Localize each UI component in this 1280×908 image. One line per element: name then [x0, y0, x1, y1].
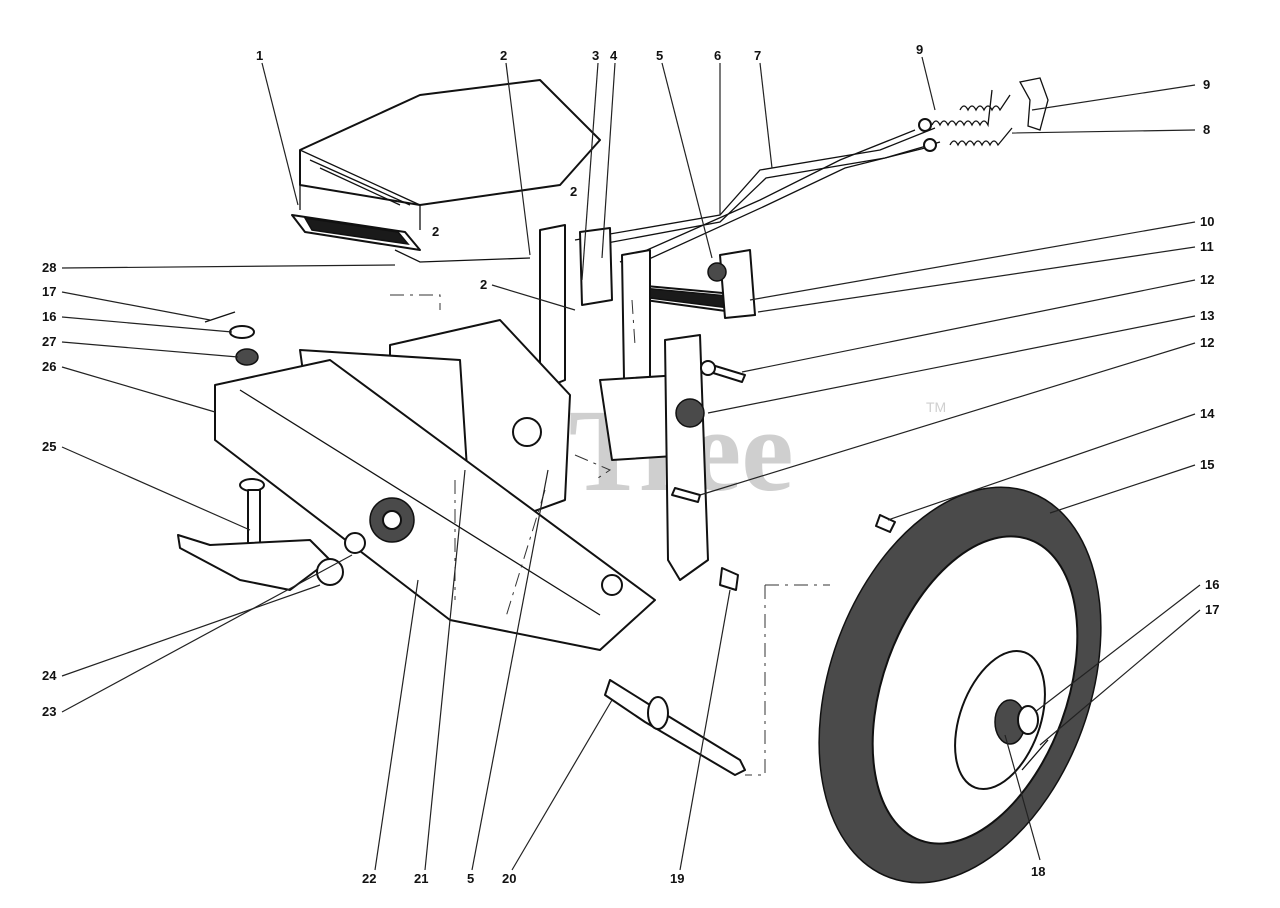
callout-26: 26 — [42, 359, 56, 374]
callout-5: 5 — [467, 871, 474, 886]
callout-2: 2 — [480, 277, 487, 292]
watermark-trademark: TM — [926, 399, 946, 415]
callout-12: 12 — [1200, 335, 1214, 350]
callout-12: 12 — [1200, 272, 1214, 287]
callout-17: 17 — [42, 284, 56, 299]
callout-9: 9 — [916, 42, 923, 57]
leader-lines — [61, 56, 1201, 871]
assembly-lines — [390, 294, 830, 776]
callout-4: 4 — [610, 48, 618, 63]
axle-frame — [214, 319, 656, 651]
callout-8: 8 — [1203, 122, 1210, 137]
callout-22: 22 — [362, 871, 376, 886]
callout-10: 10 — [1200, 214, 1214, 229]
seat-pan — [299, 79, 601, 230]
callout-7: 7 — [754, 48, 761, 63]
callout-1: 1 — [256, 48, 263, 63]
callout-2: 2 — [570, 184, 577, 199]
left-spindle-parts — [177, 311, 366, 591]
callout-19: 19 — [670, 871, 684, 886]
callout-27: 27 — [42, 334, 56, 349]
springs — [918, 77, 1049, 152]
callout-16: 16 — [1205, 577, 1219, 592]
callout-15: 15 — [1200, 457, 1214, 472]
callout-13: 13 — [1200, 308, 1214, 323]
callout-11: 11 — [1200, 239, 1214, 254]
right-pedal — [634, 249, 756, 319]
callout-14: 14 — [1200, 406, 1215, 421]
callout-labels: 1 2 3 4 5 6 7 9 9 8 10 11 12 13 12 14 15… — [42, 42, 1219, 886]
callout-24: 24 — [42, 668, 57, 683]
bolts — [671, 360, 896, 591]
callout-28: 28 — [42, 260, 56, 275]
wheel — [818, 486, 1102, 884]
callout-21: 21 — [414, 871, 428, 886]
callout-2: 2 — [500, 48, 507, 63]
callout-3: 3 — [592, 48, 599, 63]
callout-6: 6 — [714, 48, 721, 63]
callout-25: 25 — [42, 439, 56, 454]
callout-5: 5 — [656, 48, 663, 63]
callout-17: 17 — [1205, 602, 1219, 617]
callout-18: 18 — [1031, 864, 1045, 879]
callout-20: 20 — [502, 871, 516, 886]
callout-2: 2 — [432, 224, 439, 239]
callout-23: 23 — [42, 704, 56, 719]
right-spindle — [604, 679, 746, 776]
exploded-view-drawing — [177, 77, 1102, 884]
callout-16: 16 — [42, 309, 56, 324]
center-brackets — [539, 224, 727, 581]
callout-9: 9 — [1203, 77, 1210, 92]
control-rods — [574, 127, 941, 271]
left-pedal — [291, 214, 531, 263]
